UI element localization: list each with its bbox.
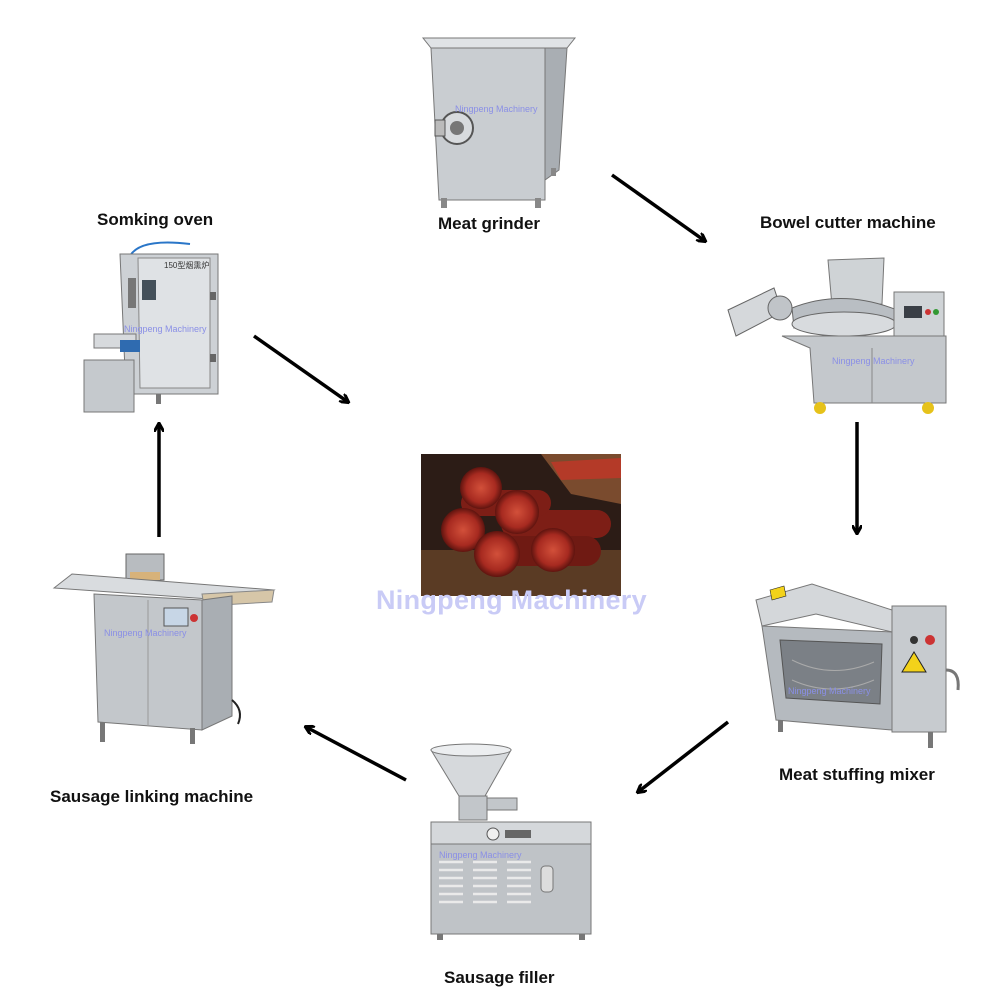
smoking-oven-label: Somking oven bbox=[97, 210, 214, 229]
svg-text:Ningpeng Machinery: Ningpeng Machinery bbox=[455, 104, 538, 114]
meat-grinder-label: Meat grinder bbox=[438, 214, 541, 233]
sausage-filler-image: Ningpeng Machinery bbox=[430, 743, 592, 940]
meat-grinder-image: Ningpeng Machinery bbox=[421, 37, 577, 208]
arrow-filler-to-linker bbox=[306, 727, 407, 782]
arrow-grinder-to-cutter bbox=[610, 173, 705, 241]
sausage-linking-machine-label: Sausage linking machine bbox=[50, 787, 254, 806]
meat-stuffing-mixer-label: Meat stuffing mixer bbox=[779, 765, 935, 784]
svg-text:Ningpeng Machinery: Ningpeng Machinery bbox=[104, 628, 187, 638]
sausage-filler-label: Sausage filler bbox=[444, 968, 555, 987]
oven-nameplate: 150型烟熏炉 bbox=[164, 260, 209, 270]
center-watermark: Ningpeng Machinery bbox=[376, 585, 647, 615]
bowel-cutter-label: Bowel cutter machine bbox=[760, 213, 936, 232]
meat-stuffing-mixer-image: Ningpeng Machinery bbox=[755, 583, 960, 748]
arrow-mixer-to-filler bbox=[638, 720, 730, 792]
smoking-oven-image: 150型烟熏炉 Ningpeng Machinery bbox=[83, 241, 219, 413]
sausage-product-photo bbox=[421, 454, 621, 596]
arrow-oven-to-center bbox=[252, 334, 348, 402]
svg-text:Ningpeng Machinery: Ningpeng Machinery bbox=[439, 850, 522, 860]
svg-text:Ningpeng Machinery: Ningpeng Machinery bbox=[788, 686, 871, 696]
svg-text:Ningpeng Machinery: Ningpeng Machinery bbox=[124, 324, 207, 334]
sausage-linking-machine-image: Ningpeng Machinery bbox=[52, 553, 276, 744]
svg-text:Ningpeng Machinery: Ningpeng Machinery bbox=[832, 356, 915, 366]
bowel-cutter-image: Ningpeng Machinery bbox=[727, 257, 947, 414]
